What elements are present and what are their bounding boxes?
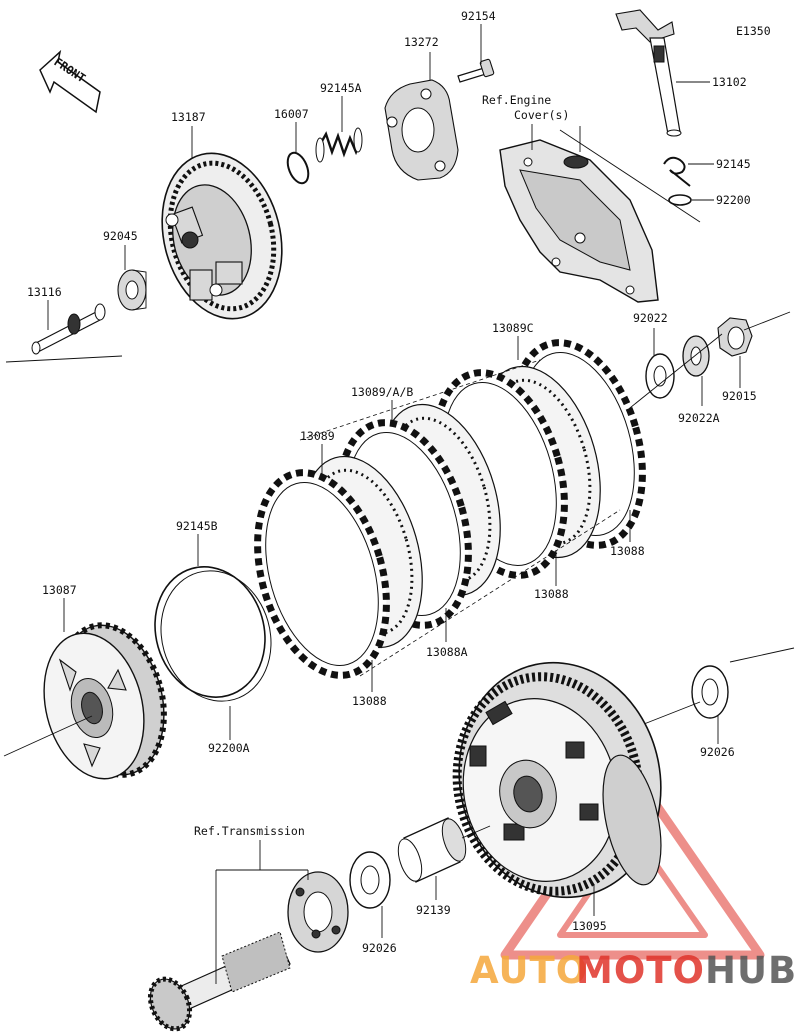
part-label-13088-right: 13088 xyxy=(610,544,645,558)
part-label-13272: 13272 xyxy=(404,35,439,49)
front-arrow-icon: FRONT xyxy=(39,49,101,114)
part-label-13088A: 13088A xyxy=(426,645,468,659)
push-rod-icon xyxy=(31,303,106,355)
friction-plate-icon xyxy=(254,469,390,679)
watermark-auto: AUTO xyxy=(470,949,588,992)
washer-icon xyxy=(668,194,692,206)
part-label-13087: 13087 xyxy=(42,583,77,597)
release-shaft-icon xyxy=(615,9,682,137)
part-label-92015: 92015 xyxy=(722,389,757,403)
engine-cover-icon xyxy=(499,139,659,303)
part-label-13089: 13089 xyxy=(300,429,335,443)
part-label-13116: 13116 xyxy=(27,285,62,299)
part-label-92026-bottom: 92026 xyxy=(362,941,397,955)
nut-icon xyxy=(717,317,753,357)
clutch-hub-icon xyxy=(43,622,167,780)
clutch-plate-stack xyxy=(254,339,646,679)
return-spring-icon xyxy=(663,156,691,187)
thrust-washer-icon xyxy=(691,665,729,719)
part-label-13102: 13102 xyxy=(712,75,747,89)
part-label-13089AB: 13089/A/B xyxy=(351,385,413,399)
ref-engine-cover-line1: Ref.Engine xyxy=(482,93,551,107)
watermark-moto: MOTO xyxy=(576,949,705,992)
ref-transmission: Ref.Transmission xyxy=(194,824,305,838)
part-label-92200: 92200 xyxy=(716,193,751,207)
clutch-plate-cover-icon xyxy=(384,79,459,181)
part-label-92022A: 92022A xyxy=(678,411,720,425)
part-label-92145: 92145 xyxy=(716,157,751,171)
clutch-housing-icon xyxy=(452,661,662,899)
part-label-16007: 16007 xyxy=(274,107,309,121)
part-label-92026-right: 92026 xyxy=(700,745,735,759)
thrust-washer-lower-icon xyxy=(349,851,391,909)
part-label-92200A: 92200A xyxy=(208,741,250,755)
oring-icon xyxy=(286,151,310,185)
part-label-13088-middle: 13088 xyxy=(534,587,569,601)
pressure-plate-icon xyxy=(161,152,283,320)
part-label-13089C: 13089C xyxy=(492,321,534,335)
transmission-shaft-icon xyxy=(147,871,349,1032)
part-label-92145B: 92145B xyxy=(176,519,218,533)
part-label-92154: 92154 xyxy=(461,9,496,23)
ref-engine-cover-line2: Cover(s) xyxy=(514,108,569,122)
part-label-92145A: 92145A xyxy=(320,81,362,95)
diagram-code: E1350 xyxy=(736,24,771,38)
spring-icon xyxy=(315,127,363,163)
lock-washer-icon xyxy=(682,335,710,377)
part-label-13187: 13187 xyxy=(171,110,206,124)
part-label-13095: 13095 xyxy=(572,919,607,933)
watermark-hub: HUB xyxy=(705,949,797,992)
bolt-icon xyxy=(457,58,495,83)
part-label-13088-bottom: 13088 xyxy=(352,694,387,708)
bearing-icon xyxy=(117,269,147,311)
part-label-92139: 92139 xyxy=(416,903,451,917)
spring-ring-icon xyxy=(154,566,272,702)
part-label-92045: 92045 xyxy=(103,229,138,243)
sleeve-icon xyxy=(397,817,467,883)
part-label-92022: 92022 xyxy=(633,311,668,325)
